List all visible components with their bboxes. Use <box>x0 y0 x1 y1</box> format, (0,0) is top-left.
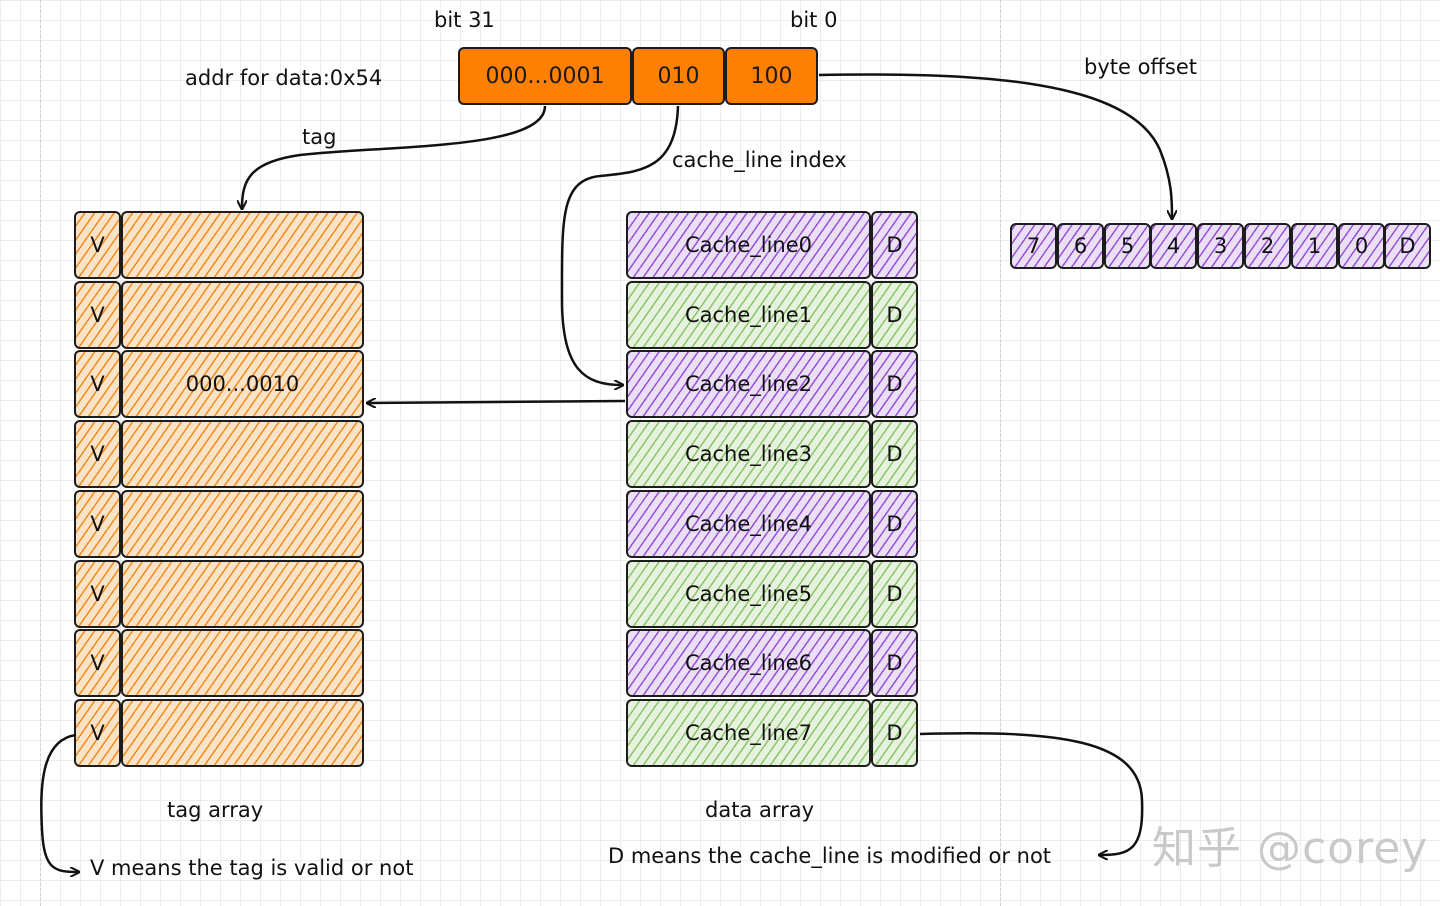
cache-line-cell: Cache_line3 <box>626 420 871 488</box>
dirty-bit-cell: D <box>871 699 918 767</box>
tag-valid-bit: V <box>74 560 121 628</box>
v-note: V means the tag is valid or not <box>90 856 414 880</box>
d-note-arrow <box>919 731 1144 855</box>
tag-entry <box>121 629 364 697</box>
tag-entry <box>121 281 364 349</box>
addr-tag-field: 000...0001 <box>458 47 632 105</box>
tag-array-caption: tag array <box>167 798 264 822</box>
tag-entry: 000...0010 <box>121 350 364 418</box>
d-note: D means the cache_line is modified or no… <box>608 844 1052 868</box>
dirty-bit-cell: D <box>871 629 918 697</box>
byte-cell: D <box>1384 223 1431 269</box>
cache-line-cell: Cache_line6 <box>626 629 871 697</box>
addr-index-field: 010 <box>632 47 725 105</box>
byte-cell: 1 <box>1291 223 1338 269</box>
bit31-label: bit 31 <box>434 8 495 32</box>
watermark-text: 知乎 @corey <box>1152 823 1429 874</box>
tag-entry <box>121 490 364 558</box>
page-guide-left <box>40 0 41 906</box>
addr-label: addr for data:0x54 <box>185 66 383 90</box>
tag-entry <box>121 560 364 628</box>
index-connector-label: cache_line index <box>672 148 847 172</box>
bit0-label: bit 0 <box>790 8 838 32</box>
tag-valid-bit: V <box>74 281 121 349</box>
cache-line-cell: Cache_line2 <box>626 350 871 418</box>
addr-offset-field: 100 <box>725 47 818 105</box>
tag-valid-bit: V <box>74 490 121 558</box>
page-guide-right <box>1000 0 1001 906</box>
byte-cell: 0 <box>1338 223 1385 269</box>
byte-cell: 3 <box>1197 223 1244 269</box>
byte-cell: 5 <box>1104 223 1151 269</box>
tag-valid-bit: V <box>74 420 121 488</box>
data-array-caption: data array <box>705 798 815 822</box>
compare-arrow <box>368 401 626 403</box>
byte-cell: 7 <box>1010 223 1057 269</box>
tag-valid-bit: V <box>74 629 121 697</box>
dirty-bit-cell: D <box>871 490 918 558</box>
cache-line-cell: Cache_line0 <box>626 211 871 279</box>
offset-arrow <box>818 73 1172 218</box>
cache-line-cell: Cache_line5 <box>626 560 871 628</box>
byte-cell: 4 <box>1150 223 1197 269</box>
dirty-bit-cell: D <box>871 211 918 279</box>
tag-connector-label: tag <box>302 125 337 149</box>
cache-line-cell: Cache_line4 <box>626 490 871 558</box>
byte-cell: 6 <box>1057 223 1104 269</box>
dirty-bit-cell: D <box>871 350 918 418</box>
tag-entry <box>121 699 364 767</box>
byte-cell: 2 <box>1244 223 1291 269</box>
cache-line-cell: Cache_line1 <box>626 281 871 349</box>
v-note-arrow <box>40 733 78 872</box>
tag-entry <box>121 211 364 279</box>
cache-line-cell: Cache_line7 <box>626 699 871 767</box>
dirty-bit-cell: D <box>871 420 918 488</box>
tag-valid-bit: V <box>74 350 121 418</box>
tag-valid-bit: V <box>74 699 121 767</box>
offset-connector-label: byte offset <box>1084 55 1197 79</box>
tag-valid-bit: V <box>74 211 121 279</box>
dirty-bit-cell: D <box>871 560 918 628</box>
dirty-bit-cell: D <box>871 281 918 349</box>
tag-entry <box>121 420 364 488</box>
tag-arrow <box>242 105 547 208</box>
